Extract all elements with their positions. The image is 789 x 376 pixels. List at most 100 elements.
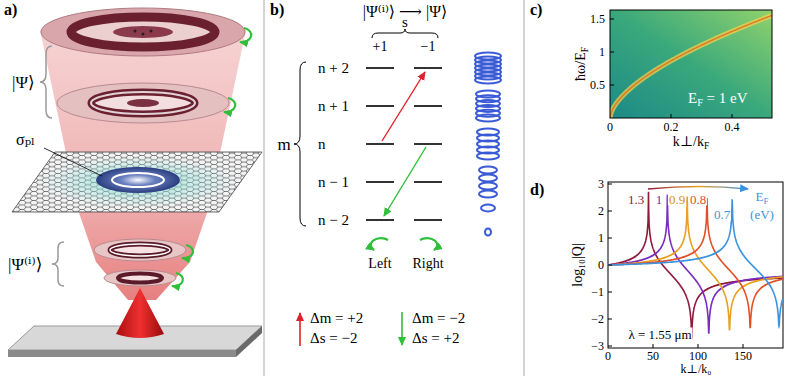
legend-title: EF xyxy=(755,190,770,205)
panel-letter: b) xyxy=(270,2,284,18)
level-label: n xyxy=(318,137,326,152)
level-label: n + 1 xyxy=(318,99,349,114)
legend-title: (eV) xyxy=(749,208,775,221)
axis-title-text: k⊥/k₀ xyxy=(681,362,712,376)
spin-value-text: +1 xyxy=(373,39,388,54)
plot-note-text: λ = 1.55 μm xyxy=(628,327,691,342)
tick-label: −2 xyxy=(591,313,604,325)
transition-arrow xyxy=(384,147,426,216)
tick-label: 150 xyxy=(734,350,752,362)
panel-letter: c) xyxy=(530,2,542,18)
state-label-text: |Ψ⁽ⁱ⁾⟩ xyxy=(8,255,42,274)
beam-profile xyxy=(104,270,176,286)
helix-coil xyxy=(481,205,495,212)
tick-label: 0 xyxy=(607,121,613,133)
tick-label: 0.2 xyxy=(664,121,679,133)
rule-label: Δs = −2 xyxy=(310,331,357,346)
axis-name: m xyxy=(277,136,290,153)
curve-label-text: 1 xyxy=(656,192,663,207)
axis-name-text: m xyxy=(277,135,290,154)
q-factor-plot xyxy=(608,182,783,348)
q-curve xyxy=(608,192,783,339)
axis-title-text: log₁₀|Q| xyxy=(570,243,585,286)
curve-label: 1.3 xyxy=(627,193,645,206)
energy-level xyxy=(366,68,442,220)
helix-coil xyxy=(479,167,497,174)
panel-letter-text: c) xyxy=(530,1,542,18)
curve-label: 0.8 xyxy=(689,193,707,206)
level-label-text: n − 1 xyxy=(318,174,349,190)
level-diagram xyxy=(294,29,501,346)
helix-coil xyxy=(479,183,497,190)
plot-note: λ = 1.55 μm xyxy=(627,328,692,341)
curve-label-text: 0.9 xyxy=(669,192,685,207)
tick-label: 50 xyxy=(647,350,659,362)
level-label-text: n + 1 xyxy=(318,98,349,114)
rotation-arrow xyxy=(371,238,438,250)
sheet-label: σₚₗ xyxy=(16,132,35,148)
tick-label: 0 xyxy=(598,259,604,271)
axis-name: s xyxy=(402,15,408,30)
axis-title-text: F xyxy=(580,47,590,52)
q-curve xyxy=(608,199,783,326)
panel-divider xyxy=(264,0,524,376)
tick-label-text: 0 xyxy=(598,258,604,272)
curve-label-text: 0.8 xyxy=(690,192,706,207)
tick-label: 3 xyxy=(598,178,604,190)
panel-letter-text: d) xyxy=(530,181,544,198)
leader-line xyxy=(44,148,102,176)
tick-label-text: 2 xyxy=(598,204,604,218)
axis-title: k⊥/kF xyxy=(673,135,709,151)
tick-label-text: −3 xyxy=(591,339,604,353)
transition-arrow xyxy=(382,72,425,141)
graphene-sheet xyxy=(12,152,262,212)
beam-profile xyxy=(57,83,229,123)
axis-title: ħω/EF xyxy=(574,47,590,81)
level-label: n − 2 xyxy=(318,213,349,228)
trend-arrow xyxy=(648,187,748,190)
sheet-label-text: σₚₗ xyxy=(16,131,35,148)
spin-value: −1 xyxy=(421,40,436,54)
axis-title: log₁₀|Q| xyxy=(571,243,585,286)
helix-coil xyxy=(475,77,501,84)
rule-label-text: Δs = +2 xyxy=(412,330,459,346)
tick-label-text: 0.5 xyxy=(590,78,605,92)
tick-label-text: 100 xyxy=(689,349,707,363)
rule-label-text: Δm = −2 xyxy=(412,310,465,326)
level-label: n + 2 xyxy=(318,61,349,76)
rule-label: Δs = +2 xyxy=(412,331,459,346)
spin-value-text: −1 xyxy=(421,39,436,54)
tick-label: 0.5 xyxy=(590,79,605,91)
helix-coil xyxy=(485,229,491,236)
tick-label-text: 0 xyxy=(607,120,613,134)
q-curve xyxy=(608,194,783,333)
rule-label: Δm = +2 xyxy=(310,311,363,326)
tick-label-text: −2 xyxy=(591,312,604,326)
helix-coil xyxy=(476,115,500,122)
tick-label-text: 1 xyxy=(598,231,604,245)
tick-label-text: 0.2 xyxy=(664,120,679,134)
helix-group xyxy=(475,53,501,236)
dispersion-curve xyxy=(610,15,772,118)
axis-title-text: ħω/E xyxy=(573,52,588,81)
brace xyxy=(294,62,306,226)
rotation-arrow xyxy=(172,28,251,286)
tick-label: 0.4 xyxy=(725,121,740,133)
plot-note-text: E xyxy=(688,90,697,106)
rule-label-text: Δs = −2 xyxy=(310,330,357,346)
curve-label: 1 xyxy=(655,193,664,206)
tick-label-text: 50 xyxy=(647,349,659,363)
axis-title-text: F xyxy=(704,141,709,151)
legend-title-text: E xyxy=(756,189,764,204)
plot-note-text: = 1 eV xyxy=(707,90,748,106)
curve-label: 0.7 xyxy=(713,208,731,221)
legend-title-text: F xyxy=(764,196,769,206)
substrate xyxy=(8,350,236,357)
dispersion-plot xyxy=(610,10,773,118)
helix-coil xyxy=(477,153,499,160)
tick-label: −3 xyxy=(591,340,604,352)
tick-label-text: −1 xyxy=(591,285,604,299)
panel-letter-text: a) xyxy=(4,1,17,18)
helix-coil xyxy=(479,191,497,198)
